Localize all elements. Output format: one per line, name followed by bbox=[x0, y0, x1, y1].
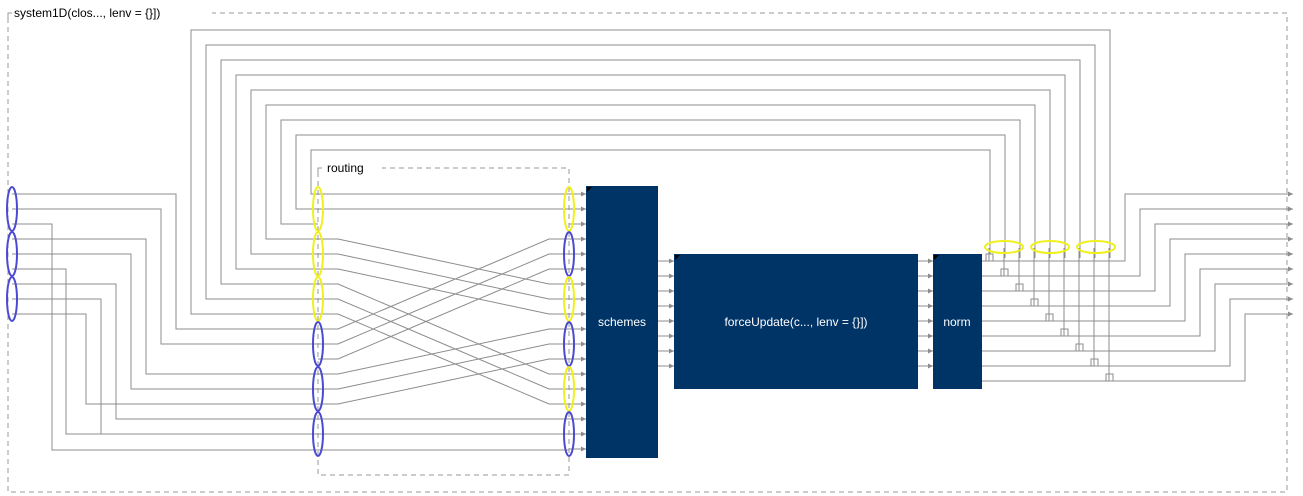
output-wire bbox=[982, 206, 1293, 277]
input-bus-3 bbox=[6, 276, 18, 322]
force-update-label: forceUpdate(c..., lenv = {}]) bbox=[724, 315, 867, 329]
diagram-title: system1D(clos..., lenv = {}]) bbox=[14, 6, 160, 20]
routing-wire bbox=[318, 283, 569, 375]
wires bbox=[12, 29, 1293, 452]
feedback-wire bbox=[280, 119, 1021, 258]
routing-wire bbox=[318, 298, 569, 390]
schemes-block-corner bbox=[587, 187, 592, 192]
output-wire bbox=[982, 296, 1293, 367]
routing-label: routing bbox=[327, 161, 364, 175]
feedback-wire bbox=[220, 59, 1081, 285]
force-update-block-corner bbox=[675, 255, 680, 260]
output-wire bbox=[982, 236, 1293, 307]
feedback-wire bbox=[250, 89, 1051, 258]
input-wire bbox=[12, 313, 318, 405]
schemes-label: schemes bbox=[598, 315, 646, 329]
output-wire bbox=[982, 266, 1293, 337]
output-yellow-bus-3 bbox=[1076, 240, 1116, 254]
routing-wire bbox=[318, 238, 569, 330]
norm-label: norm bbox=[943, 315, 970, 329]
output-wire bbox=[982, 221, 1293, 292]
force-update-block[interactable] bbox=[674, 254, 918, 389]
input-wire bbox=[12, 298, 318, 435]
feedback-wire bbox=[265, 104, 1036, 258]
routing-wire bbox=[318, 238, 569, 285]
routing-wire bbox=[318, 358, 569, 405]
input-wire bbox=[12, 283, 318, 420]
input-wire bbox=[12, 268, 318, 435]
routing-wire bbox=[318, 253, 569, 300]
routing-wire bbox=[318, 253, 569, 345]
feedback-wire bbox=[190, 29, 1111, 315]
feedback-wire bbox=[295, 134, 1006, 258]
output-yellow-bus-1 bbox=[984, 240, 1024, 254]
input-wire bbox=[12, 208, 318, 345]
input-wire bbox=[12, 253, 318, 390]
bus-markers bbox=[6, 186, 1116, 457]
input-wire bbox=[12, 193, 318, 330]
routing-left-blue-bus-3 bbox=[312, 411, 324, 457]
routing-wire bbox=[318, 328, 569, 375]
output-wire bbox=[982, 281, 1293, 352]
output-wire bbox=[982, 191, 1293, 262]
routing-wire bbox=[318, 268, 569, 315]
schemes-block[interactable] bbox=[586, 186, 658, 458]
norm-block[interactable] bbox=[933, 254, 982, 389]
feedback-wire bbox=[235, 74, 1066, 270]
output-wire bbox=[982, 251, 1293, 322]
routing-wire bbox=[318, 313, 569, 405]
output-yellow-bus-2 bbox=[1030, 240, 1070, 254]
routing-wire bbox=[318, 268, 569, 360]
routing-wire bbox=[318, 343, 569, 390]
routing-right-blue-bus-3 bbox=[563, 411, 575, 457]
input-wire bbox=[12, 223, 318, 451]
norm-block-corner bbox=[934, 255, 939, 260]
feedback-wire bbox=[205, 44, 1096, 300]
output-wire bbox=[982, 311, 1293, 382]
outer-group-frame bbox=[7, 12, 1288, 493]
input-wire bbox=[12, 238, 318, 375]
